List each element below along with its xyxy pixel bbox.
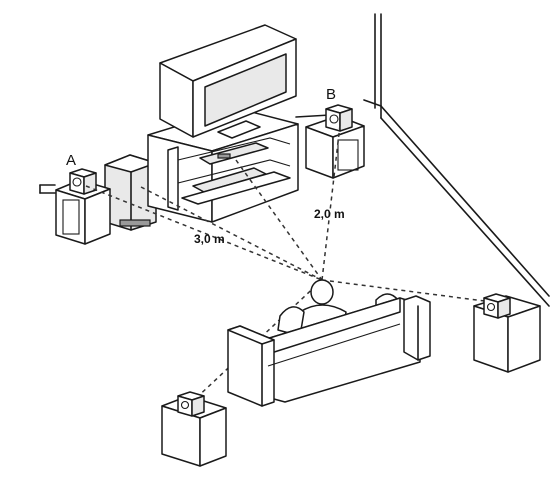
rear-right-stand — [473, 295, 541, 373]
rear-left-speaker — [177, 391, 205, 417]
television — [159, 24, 297, 139]
speaker-a-label: A — [66, 152, 77, 169]
distance-a-label: 3,0 m — [194, 232, 225, 246]
sofa — [227, 295, 431, 407]
speaker-b-label: B — [326, 86, 337, 103]
room-walls — [39, 13, 550, 307]
speaker-b — [325, 104, 353, 132]
distance-b-label: 2,0 m — [314, 207, 345, 221]
tv-stand — [147, 107, 299, 223]
speaker-a — [69, 168, 97, 195]
rear-right-speaker — [483, 293, 511, 319]
